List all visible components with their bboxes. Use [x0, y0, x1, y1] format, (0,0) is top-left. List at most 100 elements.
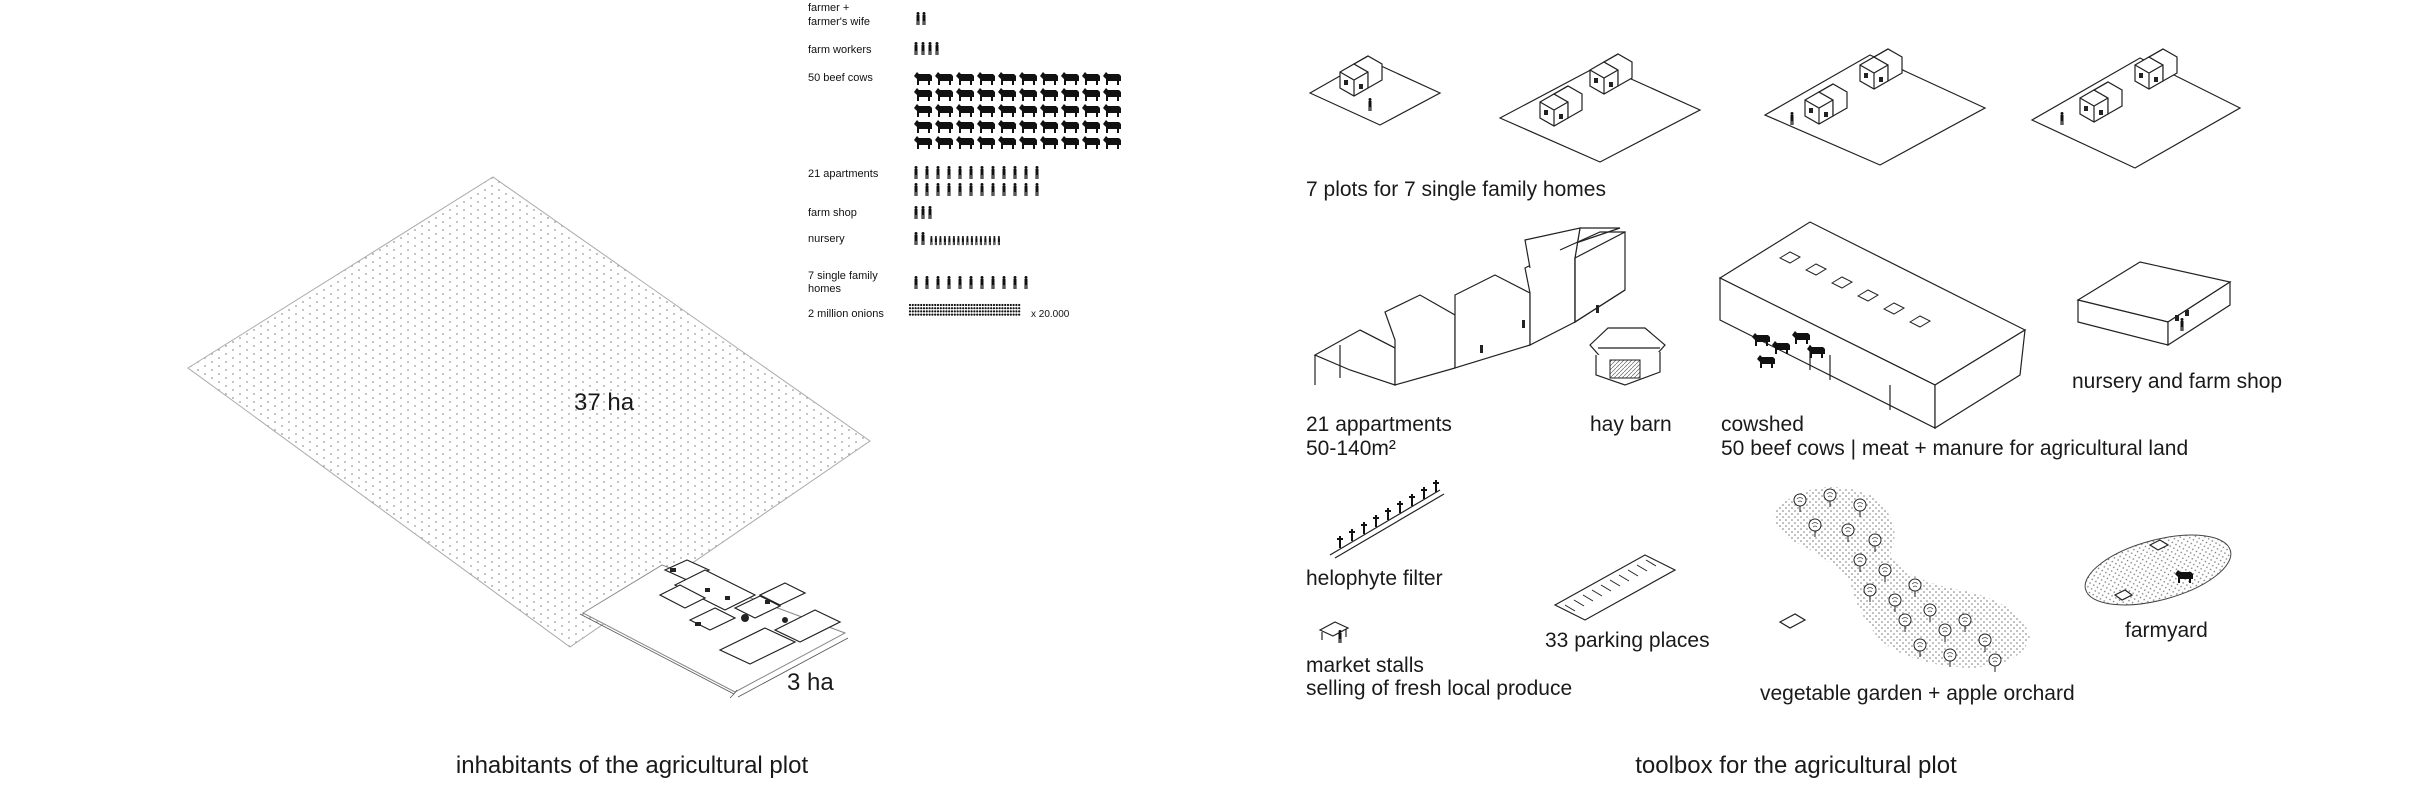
onion-icon: [956, 310, 959, 313]
child-icon: [948, 236, 951, 246]
onion-icon-rows: [908, 303, 1021, 316]
onion-icon: [1009, 307, 1012, 310]
onion-icon: [1004, 313, 1007, 316]
cowshed-label-line1: cowshed: [1721, 413, 1804, 436]
onion-icon: [962, 313, 965, 316]
hay-barn-illustration: [1589, 327, 1666, 386]
parking-line: [1609, 579, 1621, 587]
child-icon: [979, 236, 982, 246]
helophyte-label: helophyte filter: [1306, 567, 1443, 590]
onion-icon: [976, 313, 979, 316]
apple-tree-icon: [1988, 653, 2002, 673]
onion-icon: [914, 313, 917, 316]
onion-icon: [1001, 310, 1004, 313]
area-label-large: 37 ha: [574, 389, 635, 416]
garden-orchard-illustration: [1774, 487, 2030, 673]
parking-line: [1627, 569, 1639, 577]
child-icon: [939, 236, 942, 246]
reed-icon: [1349, 529, 1355, 541]
onion-icon: [931, 313, 934, 316]
child-icon: [993, 236, 996, 246]
child-icon: [966, 236, 969, 246]
parking-illustration: [1553, 554, 1677, 621]
cow-icon: [956, 104, 974, 117]
onion-icon: [981, 313, 984, 316]
person-icon: [969, 183, 973, 196]
onion-icon: [964, 313, 968, 316]
cow-icon: [1082, 104, 1100, 117]
onion-icon: [984, 313, 987, 316]
onion-icon: [998, 303, 1001, 307]
onion-icon: [1001, 307, 1004, 310]
person-icon: [925, 166, 929, 179]
cow-icon: [998, 120, 1016, 133]
cow-icon: [1082, 136, 1100, 149]
onion-icon: [976, 307, 979, 310]
person-icon: [936, 183, 940, 196]
parking-line: [1582, 594, 1594, 602]
onion-icon: [908, 313, 912, 316]
cow-icon: [914, 136, 932, 149]
onion-icon: [1009, 303, 1012, 307]
person-icon: [980, 276, 984, 289]
onion-icon: [917, 303, 920, 307]
field-grid: [187, 176, 871, 648]
cow-icon: [1082, 88, 1100, 101]
onion-icon: [953, 303, 956, 307]
child-icon: [957, 236, 960, 246]
onion-icon: [950, 310, 954, 313]
legend-label-homes-line1: 7 single family: [808, 270, 878, 282]
person-icon: [1002, 183, 1006, 196]
onion-icon: [967, 307, 970, 310]
cow-icon: [956, 120, 974, 133]
onion-icon: [992, 313, 996, 316]
legend-label-homes-line2: homes: [808, 283, 842, 295]
cow-icon: [1019, 72, 1037, 85]
legend-label-onions: 2 million onions: [808, 308, 884, 320]
onion-icon: [948, 313, 951, 316]
cow-icon: [1040, 120, 1058, 133]
svg-text:farmer's wife: farmer's wife: [808, 16, 870, 28]
onion-icon: [942, 313, 945, 316]
svg-text:farmer +: farmer +: [808, 2, 849, 14]
cow-icon: [998, 104, 1016, 117]
legend-label-farm-shop: farm shop: [808, 207, 857, 219]
onion-icon: [908, 307, 912, 310]
onion-icon: [981, 310, 984, 313]
onion-icon: [1004, 310, 1007, 313]
cow-icon: [935, 72, 953, 85]
onion-icon: [1012, 310, 1015, 313]
reed-icon: [1409, 494, 1415, 506]
child-icon: [952, 236, 955, 246]
person-icon: [991, 166, 995, 179]
onion-icon: [956, 303, 959, 307]
cow-icon: [1019, 136, 1037, 149]
onion-icon: [995, 310, 998, 313]
onion-icon: [917, 307, 920, 310]
onion-icon: [967, 310, 970, 313]
onion-icon: [934, 303, 937, 307]
onion-icon: [939, 310, 942, 313]
farm-buildings: [658, 559, 842, 665]
apartments-label-line1: 21 appartments: [1306, 413, 1452, 436]
farmyard-label: farmyard: [2125, 619, 2208, 642]
cow-icon: [1061, 136, 1079, 149]
garden-label: vegetable garden + apple orchard: [1760, 682, 2075, 705]
onion-icon: [964, 310, 968, 313]
person-icon: [1024, 166, 1028, 179]
onion-icon: [962, 307, 965, 310]
onion-icon: [945, 307, 948, 310]
onion-icon: [948, 310, 951, 313]
onion-icon: [978, 303, 982, 307]
onion-icon: [922, 303, 926, 307]
onion-icon: [978, 307, 982, 310]
onion-icon: [928, 303, 931, 307]
cow-icon: [977, 104, 995, 117]
cow-icon: [977, 120, 995, 133]
person-icon: [991, 276, 995, 289]
person-icon: [1035, 166, 1039, 179]
onion-icon: [984, 307, 987, 310]
person-icon: [936, 276, 940, 289]
onion-icon: [978, 313, 982, 316]
onion-icon: [936, 310, 940, 313]
